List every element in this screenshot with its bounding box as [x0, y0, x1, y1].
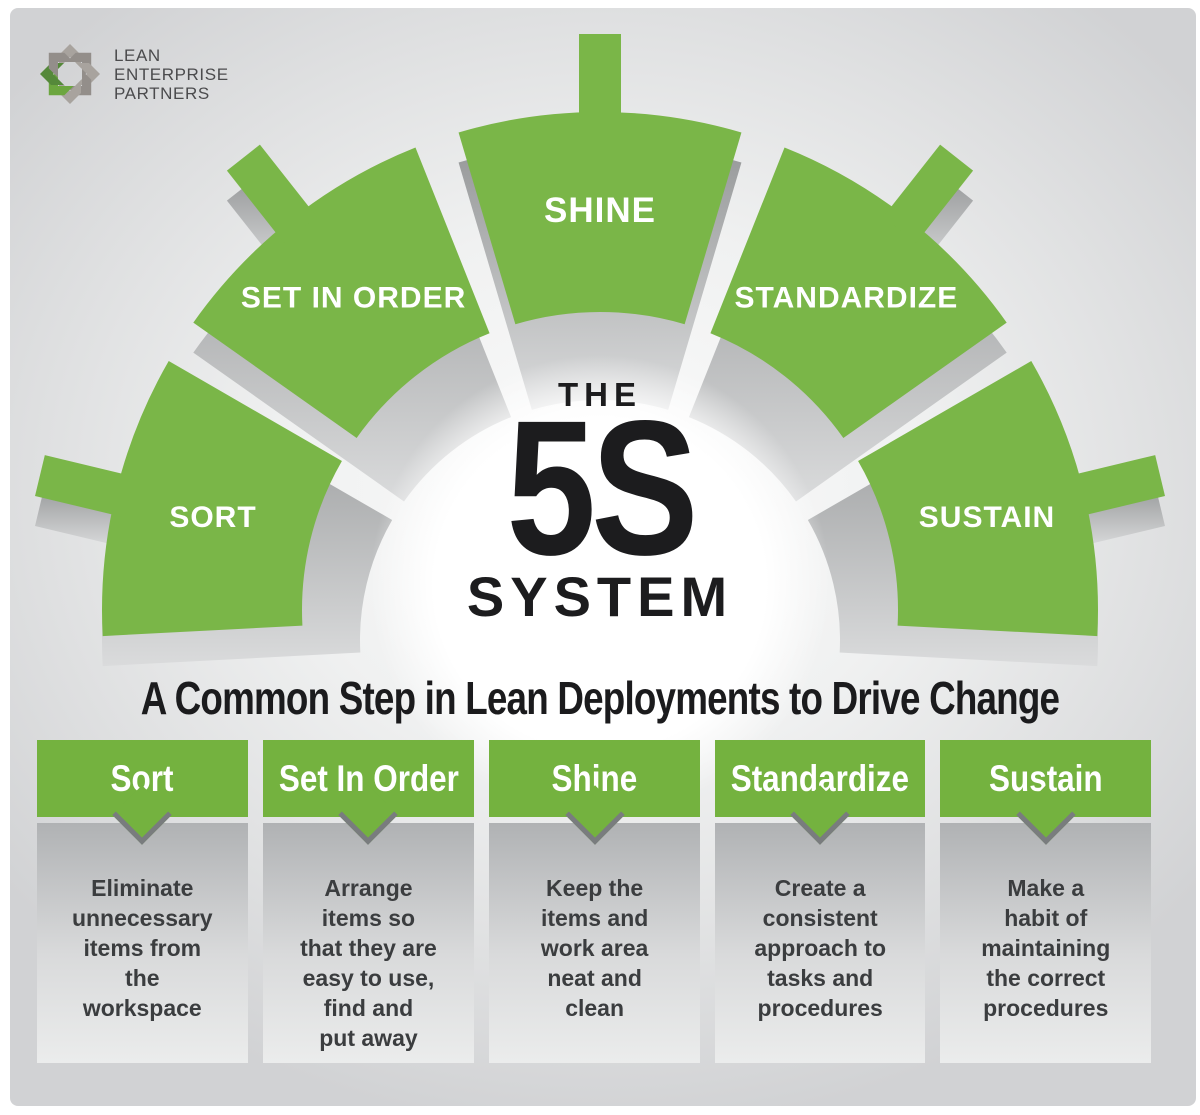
column-description: Arrange items so that they are easy to u…: [300, 875, 437, 1051]
column-sort: Sort Eliminate unnecessary items from th…: [37, 740, 248, 1063]
pinwheel-petal: [76, 63, 100, 85]
column-header: Sustain: [940, 740, 1152, 817]
wheel-center-text: THE 5S SYSTEM: [0, 377, 1200, 628]
pinwheel-logo-icon: [40, 44, 100, 104]
pinwheel-petal: [48, 52, 74, 78]
logo-text: LEAN ENTERPRISE PARTNERS: [114, 46, 229, 103]
lean-enterprise-partners-logo: LEAN ENTERPRISE PARTNERS: [38, 42, 229, 106]
column-shine: Shine Keep the items and work area neat …: [489, 740, 700, 1063]
column-description: Eliminate unnecessary items from the wor…: [71, 875, 213, 1021]
definition-columns: Sort Eliminate unnecessary items from th…: [37, 740, 1152, 1063]
column-body: Eliminate unnecessary items from the wor…: [37, 823, 248, 1063]
column-sustain: Sustain Make a habit of maintaining the …: [940, 740, 1152, 1063]
column-description: Create a consistent approach to tasks an…: [754, 875, 886, 1021]
pinwheel-petal: [59, 80, 81, 104]
column-body: Keep the items and work area neat and cl…: [489, 823, 700, 1063]
column-description: Make a habit of maintaining the correct …: [981, 875, 1111, 1021]
column-body: Make a habit of maintaining the correct …: [940, 823, 1152, 1063]
logo-line-3: PARTNERS: [114, 83, 210, 103]
pinwheel-petal: [40, 63, 64, 85]
column-set-in-order: Set In Order Arrange items so that they …: [262, 740, 475, 1063]
subtitle-heading: A Common Step in Lean Deployments to Dri…: [140, 672, 1060, 724]
pinwheel-petal: [59, 44, 81, 68]
column-body: Arrange items so that they are easy to u…: [262, 823, 475, 1063]
center-text-5s: 5S: [506, 380, 698, 595]
logo-line-1: LEAN: [114, 45, 161, 65]
column-body: Create a consistent approach to tasks an…: [714, 823, 926, 1063]
logo-line-2: ENTERPRISE: [114, 64, 229, 84]
column-description: Keep the items and work area neat and cl…: [540, 875, 649, 1021]
column-standardize: Standardize Create a consistent approach…: [714, 740, 926, 1063]
